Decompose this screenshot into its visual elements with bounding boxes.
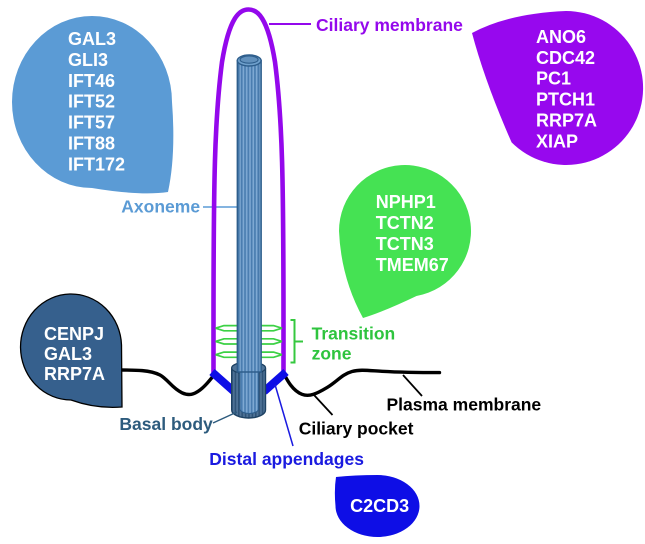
svg-text:Axoneme: Axoneme <box>121 197 200 217</box>
svg-text:Ciliary membrane: Ciliary membrane <box>316 15 463 35</box>
svg-text:IFT57: IFT57 <box>68 113 115 133</box>
svg-text:C2CD3: C2CD3 <box>350 496 409 516</box>
svg-text:RRP7A: RRP7A <box>536 111 597 131</box>
svg-text:CDC42: CDC42 <box>536 48 595 68</box>
svg-text:IFT52: IFT52 <box>68 92 115 112</box>
svg-text:Transition: Transition <box>312 324 396 344</box>
svg-text:Ciliary pocket: Ciliary pocket <box>299 419 414 439</box>
svg-text:PTCH1: PTCH1 <box>536 90 595 110</box>
svg-text:NPHP1: NPHP1 <box>376 192 436 212</box>
svg-text:IFT88: IFT88 <box>68 134 115 154</box>
svg-text:PC1: PC1 <box>536 69 571 89</box>
svg-text:Basal body: Basal body <box>119 414 213 434</box>
svg-text:Distal appendages: Distal appendages <box>209 449 364 469</box>
svg-text:RRP7A: RRP7A <box>44 364 105 384</box>
svg-text:IFT172: IFT172 <box>68 154 125 174</box>
svg-text:Plasma membrane: Plasma membrane <box>387 395 542 415</box>
svg-text:CENPJ: CENPJ <box>44 324 104 344</box>
svg-text:TMEM67: TMEM67 <box>376 255 449 275</box>
svg-text:zone: zone <box>312 344 352 364</box>
svg-text:GAL3: GAL3 <box>44 344 92 364</box>
svg-text:GAL3: GAL3 <box>68 29 116 49</box>
svg-text:ANO6: ANO6 <box>536 27 586 47</box>
svg-text:TCTN2: TCTN2 <box>376 213 434 233</box>
svg-text:IFT46: IFT46 <box>68 71 115 91</box>
svg-text:TCTN3: TCTN3 <box>376 234 434 254</box>
svg-text:XIAP: XIAP <box>536 131 578 151</box>
svg-text:GLI3: GLI3 <box>68 50 108 70</box>
